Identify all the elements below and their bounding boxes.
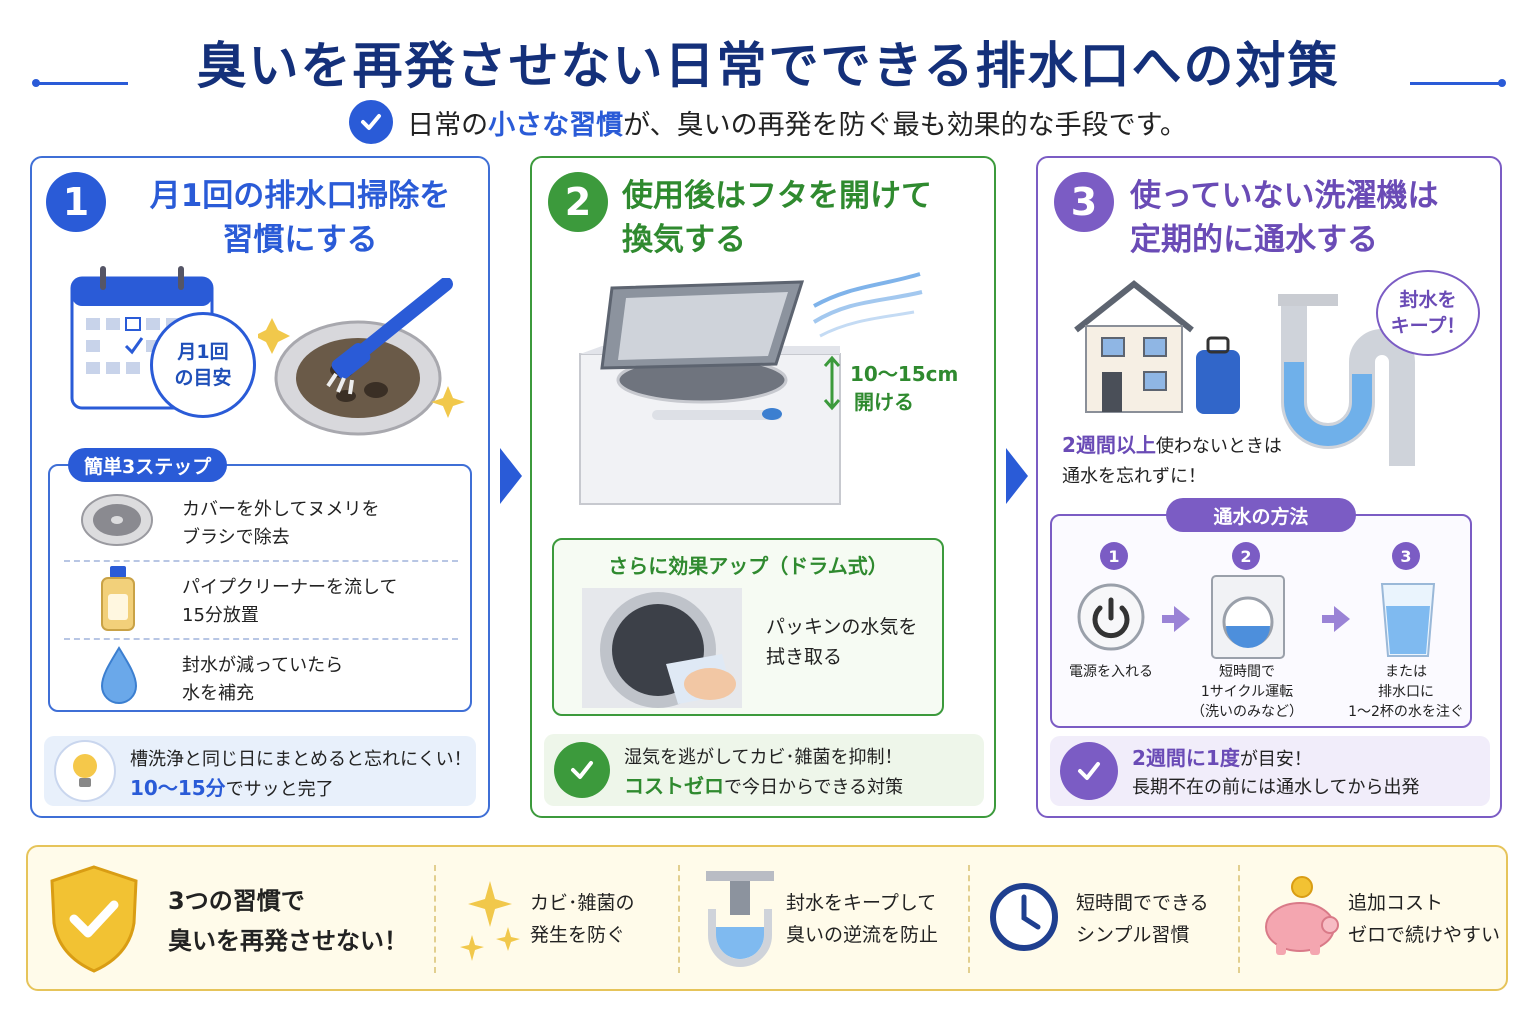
method-tag: 通水の方法 [1166,498,1356,532]
tip-text: 槽洗浄と同じ日にまとめると忘れにくい！ 10〜15分でサッと完了 [130,749,472,800]
header: 臭いを再発させない日常でできる排水口への対策 [0,22,1536,102]
benefit-text: 封水をキープして臭いの逆流を防止 [786,892,939,946]
panel-water-flow: 3 使っていない洗濯機は定期的に通水する 封水をキープ！ 2週間以上使わないとき… [1036,156,1502,818]
divider [64,560,458,562]
arrow-right-icon [500,448,522,504]
power-icon [1077,583,1145,651]
steps-tag: 簡単3ステップ [68,448,228,482]
divider [1238,865,1240,973]
summary-footer: 3つの習慣で臭いを再発させない！ カビ･雑菌の発生を防ぐ 封水をキープして臭いの… [26,845,1508,991]
drum-gasket-icon [582,588,742,708]
panel-title: 月1回の排水口掃除を習慣にする [149,178,451,258]
airflow-icon [812,272,923,338]
water-drop-icon [100,646,138,704]
sparkle-icon [460,881,520,961]
arrow-right-icon [1162,606,1190,632]
benefit-text: カビ･雑菌の発生を防ぐ [530,892,635,946]
summary-title: 3つの習慣で臭いを再発させない！ [168,887,408,955]
arrow-right-icon [1006,448,1028,504]
cleaner-bottle-icon [101,566,135,631]
clock-icon [990,883,1058,951]
water-glass-icon [1380,583,1436,657]
frequency-note: 2週間に1度が目安！ 長期不在の前には通水してから出発 [1050,736,1490,806]
divider [434,865,436,973]
keep-seal-bubble: 封水をキープ！ [1376,270,1480,356]
benefit-text: 短時間でできるシンプル習慣 [1076,892,1209,946]
drum-tip-box: さらに効果アップ（ドラム式） パッキンの水気を拭き取る [552,538,944,716]
divider [678,865,680,973]
method-step-number: 3 [1392,542,1420,570]
divider [64,638,458,640]
drain-cover-icon [81,494,153,546]
check-icon [1060,742,1118,800]
title-decoration-left [32,79,128,87]
method-step-number: 2 [1232,542,1260,570]
drum-tip-title: さらに効果アップ（ドラム式） [608,554,888,578]
benefit-text: 追加コストゼロで続けやすい [1348,892,1501,946]
title-decoration-right [1410,79,1506,87]
step-number-badge: 3 [1054,172,1114,232]
lightbulb-icon [54,740,116,802]
washing-machine-icon [579,280,841,505]
panel-monthly-cleaning: 1 月1回の排水口掃除を習慣にする 月1回の目安 簡単3ステップ [30,156,490,818]
cost-note: 湿気を逃がしてカビ･雑菌を抑制！ コストゼロで今日からできる対策 [544,734,984,806]
panel-title: 使用後はフタを開けて換気する [622,178,932,258]
step-row: カバーを外してヌメリをブラシで除去 [64,484,458,556]
subtitle-row: 日常の小さな習慣が、臭いの再発を防ぐ最も効果的な手段です。 [0,100,1536,144]
shield-check-icon [50,865,138,973]
measure-arrow-icon [823,355,841,411]
divider [968,865,970,973]
drum-tip-text: パッキンの水気を拭き取る [766,616,918,668]
drain-trap-icon [706,871,774,967]
step-number-badge: 1 [46,172,106,232]
check-icon [554,742,610,798]
monthly-badge: 月1回の目安 [150,312,256,418]
page-title: 臭いを再発させない日常でできる排水口への対策 [196,37,1340,95]
piggy-bank-icon [1265,876,1339,955]
panel-title: 使っていない洗濯機は定期的に通水する [1130,178,1439,258]
method-step-label: 電源を入れる [1069,664,1153,680]
step-number-badge: 2 [548,172,608,232]
drain-brush-icon [258,278,465,436]
check-icon [349,100,394,144]
washer-front-icon [1211,575,1285,659]
method-step-number: 1 [1100,542,1128,570]
arrow-right-icon [1322,606,1350,632]
step-row: 封水が減っていたら水を補充 [64,640,458,712]
house-luggage-icon [1074,280,1240,414]
unused-note: 2週間以上使わないときは 通水を忘れずに！ [1062,433,1282,487]
subtitle: 日常の小さな習慣が、臭いの再発を防ぐ最も効果的な手段です。 [407,109,1187,141]
calendar-icon [70,266,214,410]
tip-box: 槽洗浄と同じ日にまとめると忘れにくい！ 10〜15分でサッと完了 [44,736,476,806]
